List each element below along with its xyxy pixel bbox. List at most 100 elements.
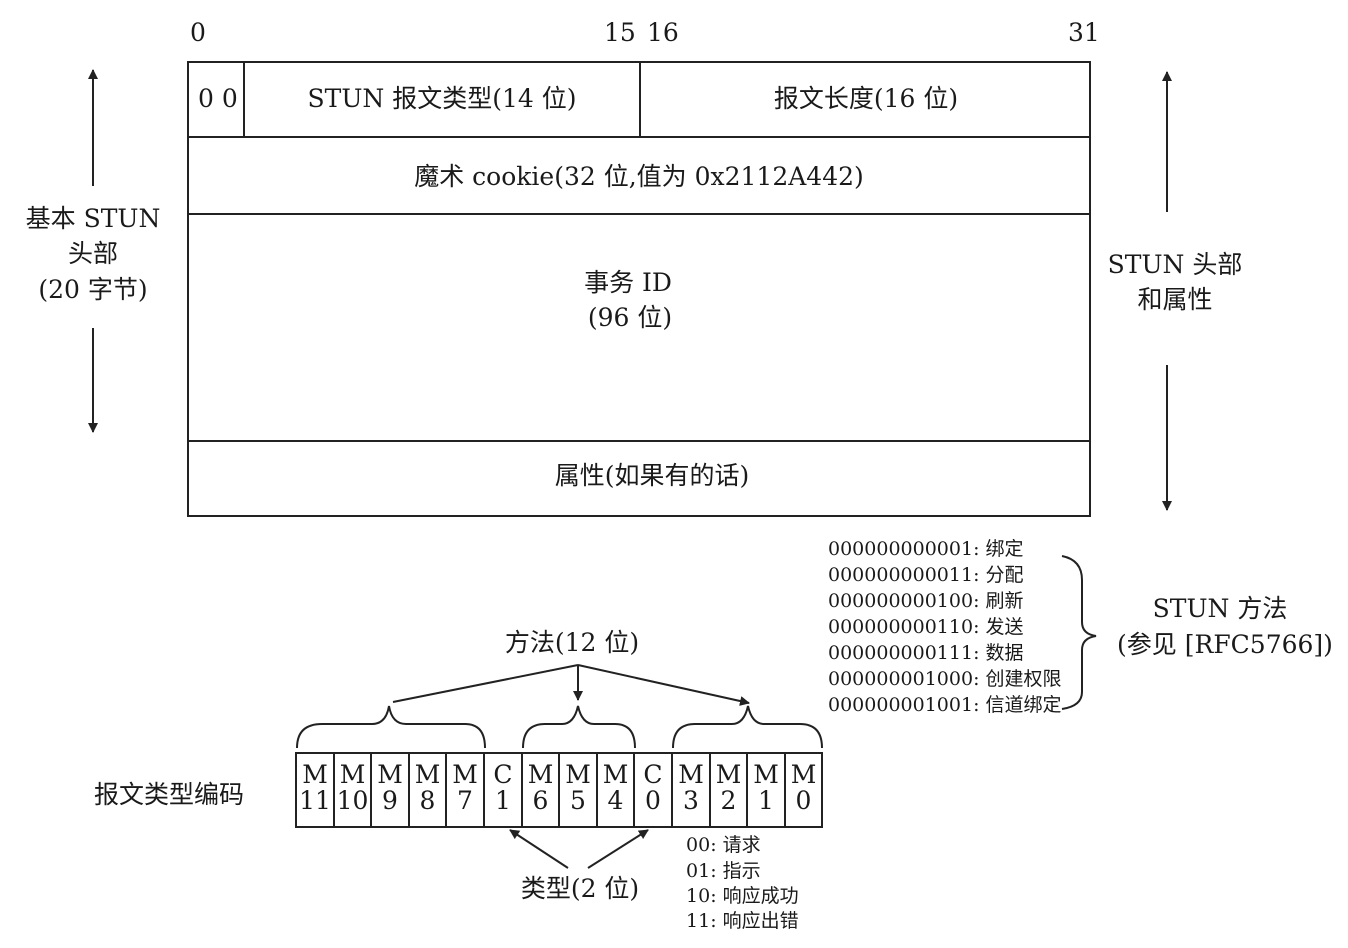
row-divider-1 [187,136,1091,138]
method-name: 刷新 [985,590,1024,612]
bit-position-15: 15 [604,18,636,47]
method-name: 数据 [985,642,1024,664]
method-item: 000000001001: 信道绑定 [828,694,1062,716]
bit-letter: M [414,760,441,789]
type-arrow-left [509,829,569,869]
method-code: 000000000111 [828,642,974,664]
bit-index: 1 [495,786,511,815]
attributes-field: 属性(如果有的话) [554,461,750,490]
bit-index: 9 [382,786,398,815]
method-code: 000000001001 [828,694,974,716]
bit-index: 10 [336,786,369,815]
class-name: 指示 [722,860,761,882]
method-name: 分配 [985,564,1024,586]
col-divider-fixed-bits [243,61,245,137]
transaction-id-field: 事务 ID [584,268,672,297]
stun-methods-label-line2: (参见 [RFC5766]) [1117,630,1333,659]
bit-position-0: 0 [190,18,206,47]
bit-letter: M [790,760,817,789]
method-code: 000000000011 [828,564,974,586]
methods-brace [1061,555,1097,710]
bit-index: 4 [607,786,624,815]
bit-index: 6 [532,786,549,815]
method-item: 000000000001: 绑定 [828,538,1024,560]
bit-index: 1 [758,786,774,815]
bit-letter: M [715,760,742,789]
type-arrow-right [587,829,649,869]
class-name: 请求 [722,834,761,856]
bit-letter: M [452,760,478,789]
method-bits-label: 方法(12 位) [504,628,640,657]
bit-letter: M [377,760,403,789]
col-divider-length [639,61,641,137]
basic-header-label-line1: 基本 STUN [25,204,161,233]
method-item: 000000000100: 刷新 [828,590,1024,612]
bit-letter: M [565,760,591,789]
method-arrow-left [392,664,579,703]
stun-methods-label-line1: STUN 方法 [1152,594,1288,623]
class-name: 响应出错 [722,910,799,932]
bit-index: 3 [683,786,699,815]
method-item: 000000000111: 数据 [828,642,1024,664]
class-item: 10: 响应成功 [686,885,799,907]
method-name: 创建权限 [985,668,1062,690]
method-item: 000000000011: 分配 [828,564,1024,586]
method-brace-2 [522,705,636,749]
method-name: 发送 [985,616,1024,638]
row-divider-2 [187,213,1091,215]
class-code: 01 [686,860,711,882]
bit-position-16: 16 [647,18,679,47]
message-length-field: 报文长度(16 位) [773,84,959,113]
class-code: 00 [686,834,711,856]
method-code: 000000000001 [828,538,974,560]
bit-index: 2 [720,786,737,815]
class-code: 10 [686,885,711,907]
method-code: 000000000110 [828,616,974,638]
bit-letter: C [493,760,513,789]
bit-letter: M [678,760,704,789]
message-type-field: STUN 报文类型(14 位) [307,84,577,113]
method-item: 000000001000: 创建权限 [828,668,1062,690]
row-divider-3 [187,440,1091,442]
method-item: 000000000110: 发送 [828,616,1024,638]
header-attributes-label-line2: 和属性 [1137,285,1213,314]
basic-header-label-line2: 头部 [67,239,119,268]
bit-position-31: 31 [1068,18,1100,47]
encoding-title: 报文类型编码 [94,780,245,809]
method-code: 000000001000 [828,668,974,690]
method-brace-1 [296,705,486,749]
type-bits-label: 类型(2 位) [520,874,640,903]
class-code: 11 [686,910,711,932]
method-name: 信道绑定 [985,694,1062,716]
method-name: 绑定 [985,538,1024,560]
bit-letter: M [753,760,779,789]
header-attributes-label-line1: STUN 头部 [1107,250,1243,279]
bit-index: 8 [419,786,436,815]
fixed-bits-field: 0 0 [198,84,238,113]
bit-index: 0 [795,786,812,815]
bit-index: 5 [570,786,586,815]
class-item: 01: 指示 [686,860,761,882]
bit-letter: M [302,760,328,789]
bit-index: 11 [299,786,331,815]
bit-letter: M [602,760,629,789]
bit-index: 7 [457,786,473,815]
bit-index: 0 [645,786,661,815]
class-name: 响应成功 [722,885,799,907]
bit-letter: M [527,760,554,789]
basic-header-label-line3: (20 字节) [38,275,148,304]
